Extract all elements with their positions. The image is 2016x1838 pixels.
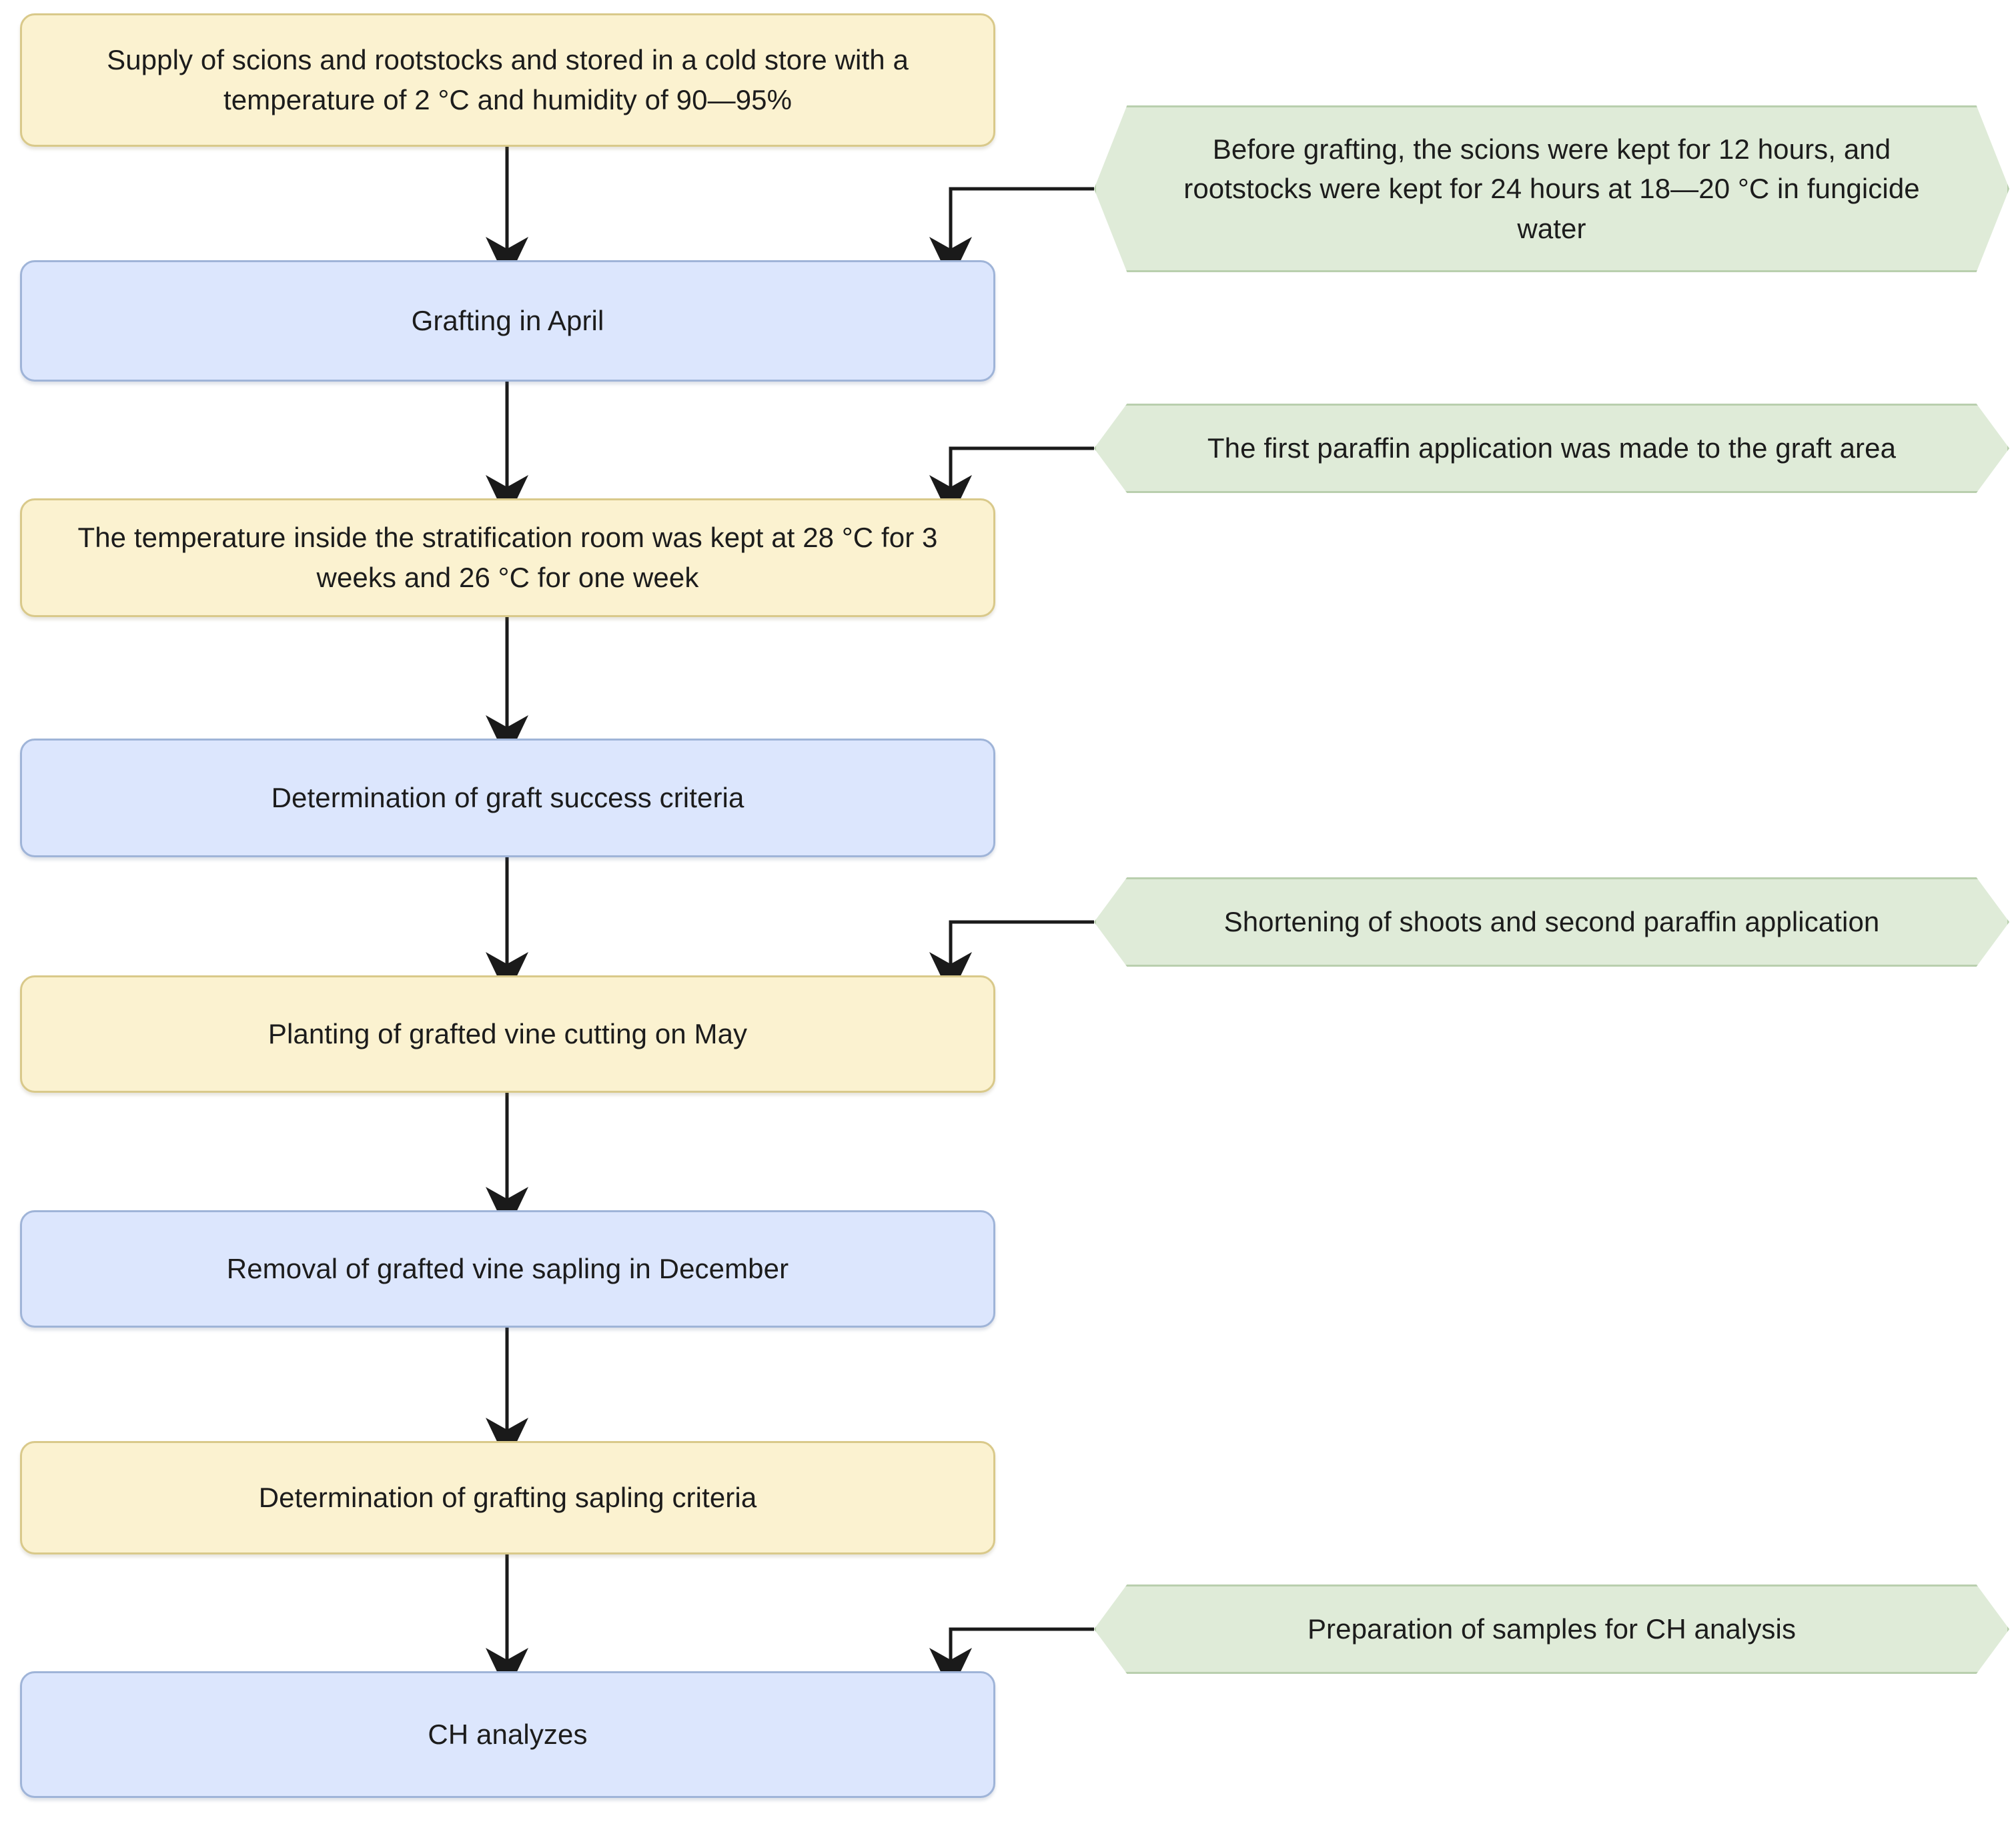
process-node-removal-sapling[interactable]: Removal of grafted vine sapling in Decem… bbox=[20, 1210, 995, 1328]
process-node-label: Determination of grafting sapling criter… bbox=[258, 1482, 757, 1514]
process-node-label: Determination of graft success criteria bbox=[271, 782, 744, 814]
process-node-planting-cutting[interactable]: Planting of grafted vine cutting on May bbox=[20, 975, 995, 1093]
process-node-ch-analyzes[interactable]: CH analyzes bbox=[20, 1671, 995, 1798]
annotation-hexagon-before-grafting[interactable]: Before grafting, the scions were kept fo… bbox=[1094, 105, 2009, 272]
annotation-hexagon-first-paraffin[interactable]: The first paraffin application was made … bbox=[1094, 404, 2009, 493]
process-node-label: Grafting in April bbox=[411, 305, 604, 337]
process-node-label: Supply of scions and rootstocks and stor… bbox=[107, 44, 909, 115]
process-node-grafting-in-april[interactable]: Grafting in April bbox=[20, 260, 995, 382]
annotation-label: Before grafting, the scions were kept fo… bbox=[1183, 133, 1920, 244]
annotation-label: The first paraffin application was made … bbox=[1207, 432, 1897, 464]
process-node-sapling-criteria[interactable]: Determination of grafting sapling criter… bbox=[20, 1441, 995, 1554]
annotation-label: Preparation of samples for CH analysis bbox=[1307, 1613, 1797, 1645]
process-node-graft-success-criteria[interactable]: Determination of graft success criteria bbox=[20, 739, 995, 857]
annotation-label: Shortening of shoots and second paraffin… bbox=[1223, 906, 1880, 938]
arrow-a3-n5 bbox=[929, 920, 1094, 997]
process-node-supply[interactable]: Supply of scions and rootstocks and stor… bbox=[20, 13, 995, 147]
process-node-label: CH analyzes bbox=[428, 1719, 588, 1751]
process-node-stratification-room[interactable]: The temperature inside the stratificatio… bbox=[20, 498, 995, 617]
process-node-label: The temperature inside the stratificatio… bbox=[77, 522, 938, 593]
process-node-label: Planting of grafted vine cutting on May bbox=[268, 1018, 748, 1050]
arrow-a1-n2 bbox=[929, 187, 1094, 282]
arrow-a2-n3 bbox=[929, 446, 1094, 520]
arrow-a4-n8 bbox=[929, 1627, 1094, 1693]
process-node-label: Removal of grafted vine sapling in Decem… bbox=[226, 1253, 789, 1285]
annotation-hexagon-shortening-shoots[interactable]: Shortening of shoots and second paraffin… bbox=[1094, 877, 2009, 967]
annotation-hexagon-sample-preparation[interactable]: Preparation of samples for CH analysis bbox=[1094, 1584, 2009, 1674]
